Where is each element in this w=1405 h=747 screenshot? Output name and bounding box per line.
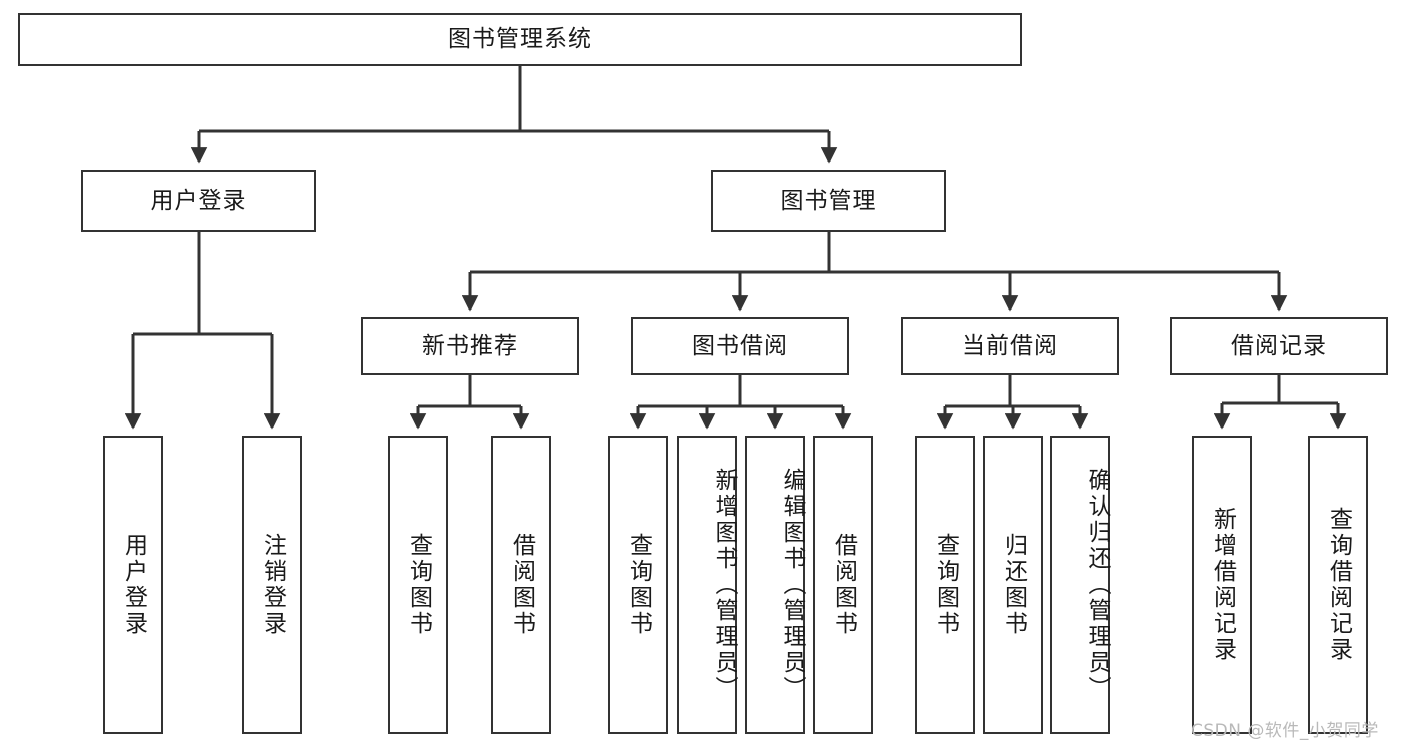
node-leaf-add-borrow-record[interactable]: 新增借阅记录 — [1192, 436, 1252, 734]
node-leaf-edit-book-admin[interactable]: 编辑图书（管理员） — [745, 436, 805, 734]
node-current-borrow[interactable]: 当前借阅 — [901, 317, 1119, 375]
node-leaf-return-book[interactable]: 归还图书 — [983, 436, 1043, 734]
node-system-root[interactable]: 图书管理系统 — [18, 13, 1022, 66]
node-leaf-user-login[interactable]: 用户登录 — [103, 436, 163, 734]
node-leaf-add-book-admin[interactable]: 新增图书（管理员） — [677, 436, 737, 734]
csdn-watermark: CSDN @软件_小贺同学 — [1191, 721, 1379, 741]
node-book-borrow[interactable]: 图书借阅 — [631, 317, 849, 375]
node-leaf-borrow-book-1[interactable]: 借阅图书 — [491, 436, 551, 734]
node-leaf-borrow-book-2[interactable]: 借阅图书 — [813, 436, 873, 734]
node-leaf-query-book-2[interactable]: 查询图书 — [608, 436, 668, 734]
node-leaf-logout-login[interactable]: 注销登录 — [242, 436, 302, 734]
node-book-management[interactable]: 图书管理 — [711, 170, 946, 232]
node-borrow-record[interactable]: 借阅记录 — [1170, 317, 1388, 375]
node-leaf-confirm-return-admin[interactable]: 确认归还（管理员） — [1050, 436, 1110, 734]
node-user-login[interactable]: 用户登录 — [81, 170, 316, 232]
node-leaf-query-book-1[interactable]: 查询图书 — [388, 436, 448, 734]
node-new-book-recommend[interactable]: 新书推荐 — [361, 317, 579, 375]
node-leaf-query-book-3[interactable]: 查询图书 — [915, 436, 975, 734]
node-leaf-query-borrow-record[interactable]: 查询借阅记录 — [1308, 436, 1368, 734]
